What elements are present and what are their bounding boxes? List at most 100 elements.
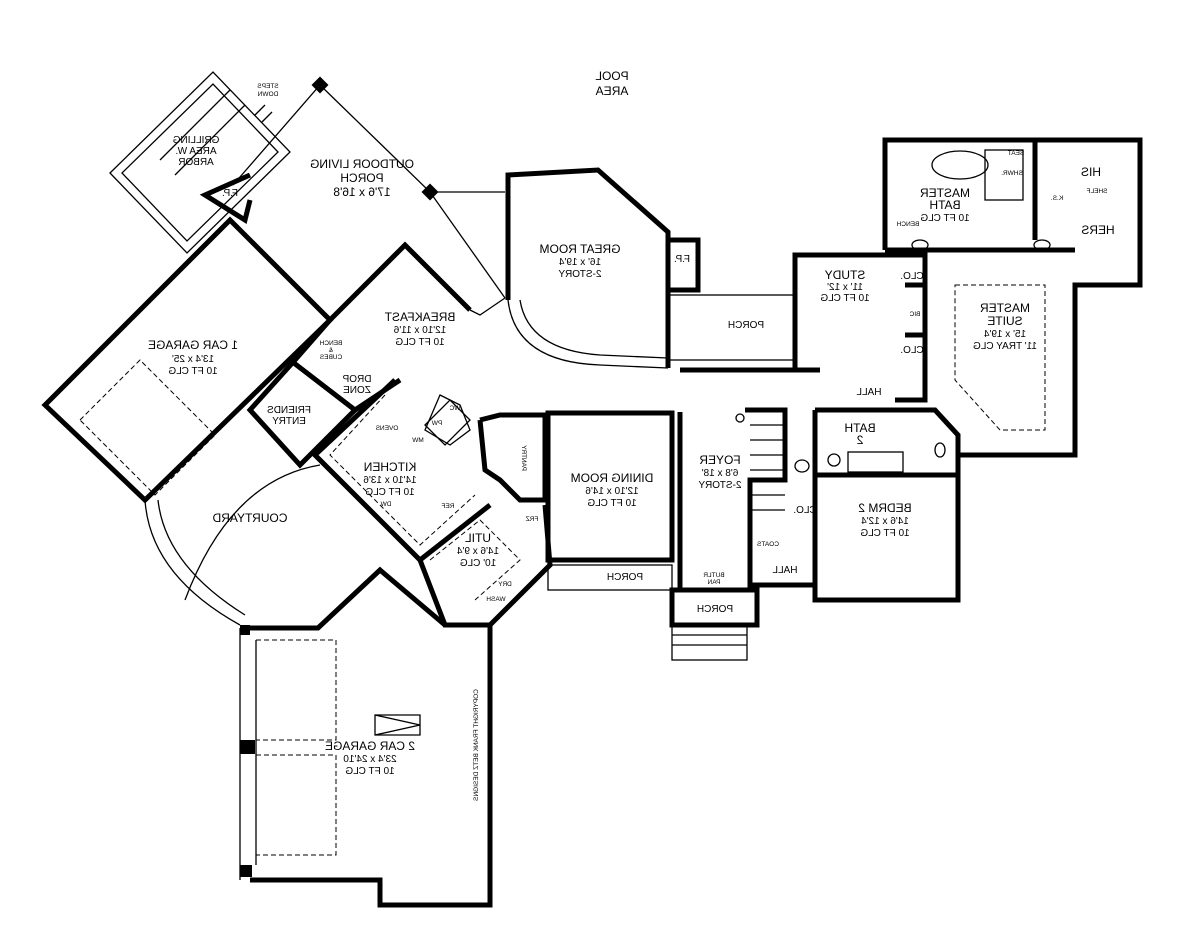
svg-text:OUTDOOR LIVING: OUTDOOR LIVING [310,157,414,171]
outdoor-fireplace-label: F.P. [222,188,238,199]
util-label: UTIL 14'6 x 9'4 10' CLG [456,531,499,569]
svg-text:14'6 x 9'4: 14'6 x 9'4 [456,546,499,557]
washer-label: WASH [486,596,506,603]
front-porch-label: PORCH [697,604,733,615]
drop-zone-label: DROP ZONE [342,374,371,396]
svg-text:MASTER: MASTER [980,301,1030,315]
grilling-arbor-outline [109,71,291,254]
dining-room-label: DINING ROOM 12'10 x 14'6 10 FT CLG [571,471,654,509]
outdoor-porch-outline [232,84,506,299]
butler-pantry-label: BUTLR PAN [703,572,725,586]
one-car-garage-label: 1 CAR GARAGE 13'4 x 25' 10 FT CLG [148,338,238,377]
pool-area-label: POOL AREA [595,69,629,98]
svg-text:PORCH: PORCH [340,171,383,185]
svg-text:DINING ROOM: DINING ROOM [571,471,654,485]
study-label: STUDY 11' x 12' 10 FT CLG [820,268,869,304]
foyer-label: FOYER 6'8 x 18' 2-STORY [698,453,741,491]
svg-text:1 CAR GARAGE: 1 CAR GARAGE [148,338,238,352]
svg-text:ZONE: ZONE [343,385,371,396]
svg-text:FRIENDS: FRIENDS [267,405,311,416]
svg-text:BUTLR: BUTLR [703,572,725,579]
great-room-walls [505,167,671,368]
bench-label: BENCH [896,221,919,228]
svg-text:17'6 x 16'8: 17'6 x 16'8 [333,185,391,199]
svg-text:14'10 x 13'6: 14'10 x 13'6 [363,475,417,486]
svg-text:AREA W.: AREA W. [175,146,216,157]
svg-text:11' x 12': 11' x 12' [827,282,863,293]
pantry-label: PANTRY [520,444,527,470]
svg-text:6'8 x 18': 6'8 x 18' [702,468,739,479]
coats-label: COATS [756,541,779,548]
svg-text:10 FT CLG: 10 FT CLG [345,766,394,777]
walls [41,71,1143,908]
svg-text:BENCH: BENCH [319,340,342,347]
kitchen-label: KITCHEN 14'10 x 13'6 10 FT CLG [363,460,417,498]
two-car-garage-label: 2 CAR GARAGE 23'4 x 24'10 10 FT CLG [325,739,415,777]
hall-label-upper: HALL [856,387,881,398]
hall-closet-label: CLO. [900,345,923,356]
great-room-label: GREAT ROOM 16' x 19'4 2-STORY [540,242,621,280]
svg-text:15' x 19'4: 15' x 19'4 [983,329,1026,340]
svg-text:14'6 x 12'4: 14'6 x 12'4 [861,516,909,527]
svg-text:GRILLING: GRILLING [172,135,219,146]
master-suite-label: MASTER SUITE 15' x 19'4 11' TRAY CLG [973,301,1037,352]
friends-entry-label: FRIENDS ENTRY [267,405,311,427]
svg-text:ENTRY: ENTRY [272,416,306,427]
outdoor-porch-label: OUTDOOR LIVING PORCH 17'6 x 16'8 [310,157,414,199]
stairs [735,413,785,511]
bedroom-closet-label: CLO. [793,505,816,516]
rear-porch-label: PORCH [728,320,764,331]
labels: POOL AREA OUTDOOR LIVING PORCH 17'6 x 16… [148,69,1115,802]
svg-text:POOL: POOL [595,69,629,83]
svg-text:10 FT CLG: 10 FT CLG [860,528,909,539]
great-room-fireplace-label: F.P. [674,254,690,265]
svg-text:BATH: BATH [844,421,875,435]
svg-text:PAN: PAN [707,579,720,586]
bic-label: BIC [909,311,920,318]
svg-text:2-STORY: 2-STORY [698,480,741,491]
svg-text:11' TRAY CLG: 11' TRAY CLG [973,341,1037,352]
svg-text:BREAKFAST: BREAKFAST [384,310,455,324]
bench-cubes-label: BENCH & CUBES [319,340,342,361]
hers-closet-label: HERS [1081,223,1114,237]
his-closet-label: HIS [1081,165,1101,179]
pw-label: PW [431,420,442,427]
hall-label-lower: HALL [772,565,797,576]
svg-text:10 FT CLG: 10 FT CLG [920,213,969,224]
svg-text:DROP: DROP [342,374,371,385]
freezer-label: FRZ [526,516,539,523]
courtyard-label: COURTYARD [212,511,287,525]
svg-text:DOWN: DOWN [257,91,278,98]
svg-text:10 FT CLG: 10 FT CLG [395,337,444,348]
svg-text:CUBES: CUBES [319,354,342,361]
svg-text:2 CAR GARAGE: 2 CAR GARAGE [325,739,415,753]
svg-text:UTIL: UTIL [465,531,491,545]
svg-text:STUDY: STUDY [825,268,866,282]
svg-text:SUITE: SUITE [987,314,1022,328]
svg-text:23'4 x 24'10: 23'4 x 24'10 [343,754,397,765]
side-porch-label: PORCH [607,572,643,583]
dining-room-walls [545,410,675,563]
master-bath-label: MASTER BATH 10 FT CLG [920,186,970,224]
mw-label: MW [411,437,423,444]
breakfast-label: BREAKFAST 12'10 x 11'6 10 FT CLG [384,310,455,348]
svg-text:FOYER: FOYER [699,453,741,467]
bath-2-label: BATH 2 [844,421,875,447]
svg-text:KITCHEN: KITCHEN [364,460,417,474]
bedroom-2-label: BEDRM 2 14'6 x 12'4 10 FT CLG [858,501,912,539]
svg-text:STEPS: STEPS [257,83,279,90]
svg-text:16' x 19'4: 16' x 19'4 [558,257,601,268]
svg-text:MASTER: MASTER [920,186,970,200]
seat-label: SEAT [1008,150,1025,157]
wc-label: WC [449,405,460,412]
study-closet-label: CLO. [900,271,923,282]
ks-label: K.S. [1051,195,1063,202]
svg-text:&: & [328,347,333,354]
svg-text:2-STORY: 2-STORY [558,269,601,280]
svg-text:2: 2 [856,433,863,447]
svg-text:10' CLG: 10' CLG [460,558,497,569]
svg-text:GREAT ROOM: GREAT ROOM [540,242,621,256]
grilling-area-label: GRILLING AREA W. ARBOR [172,135,219,168]
svg-text:12'10 x 11'6: 12'10 x 11'6 [393,325,446,336]
two-car-garage-walls [245,566,493,908]
